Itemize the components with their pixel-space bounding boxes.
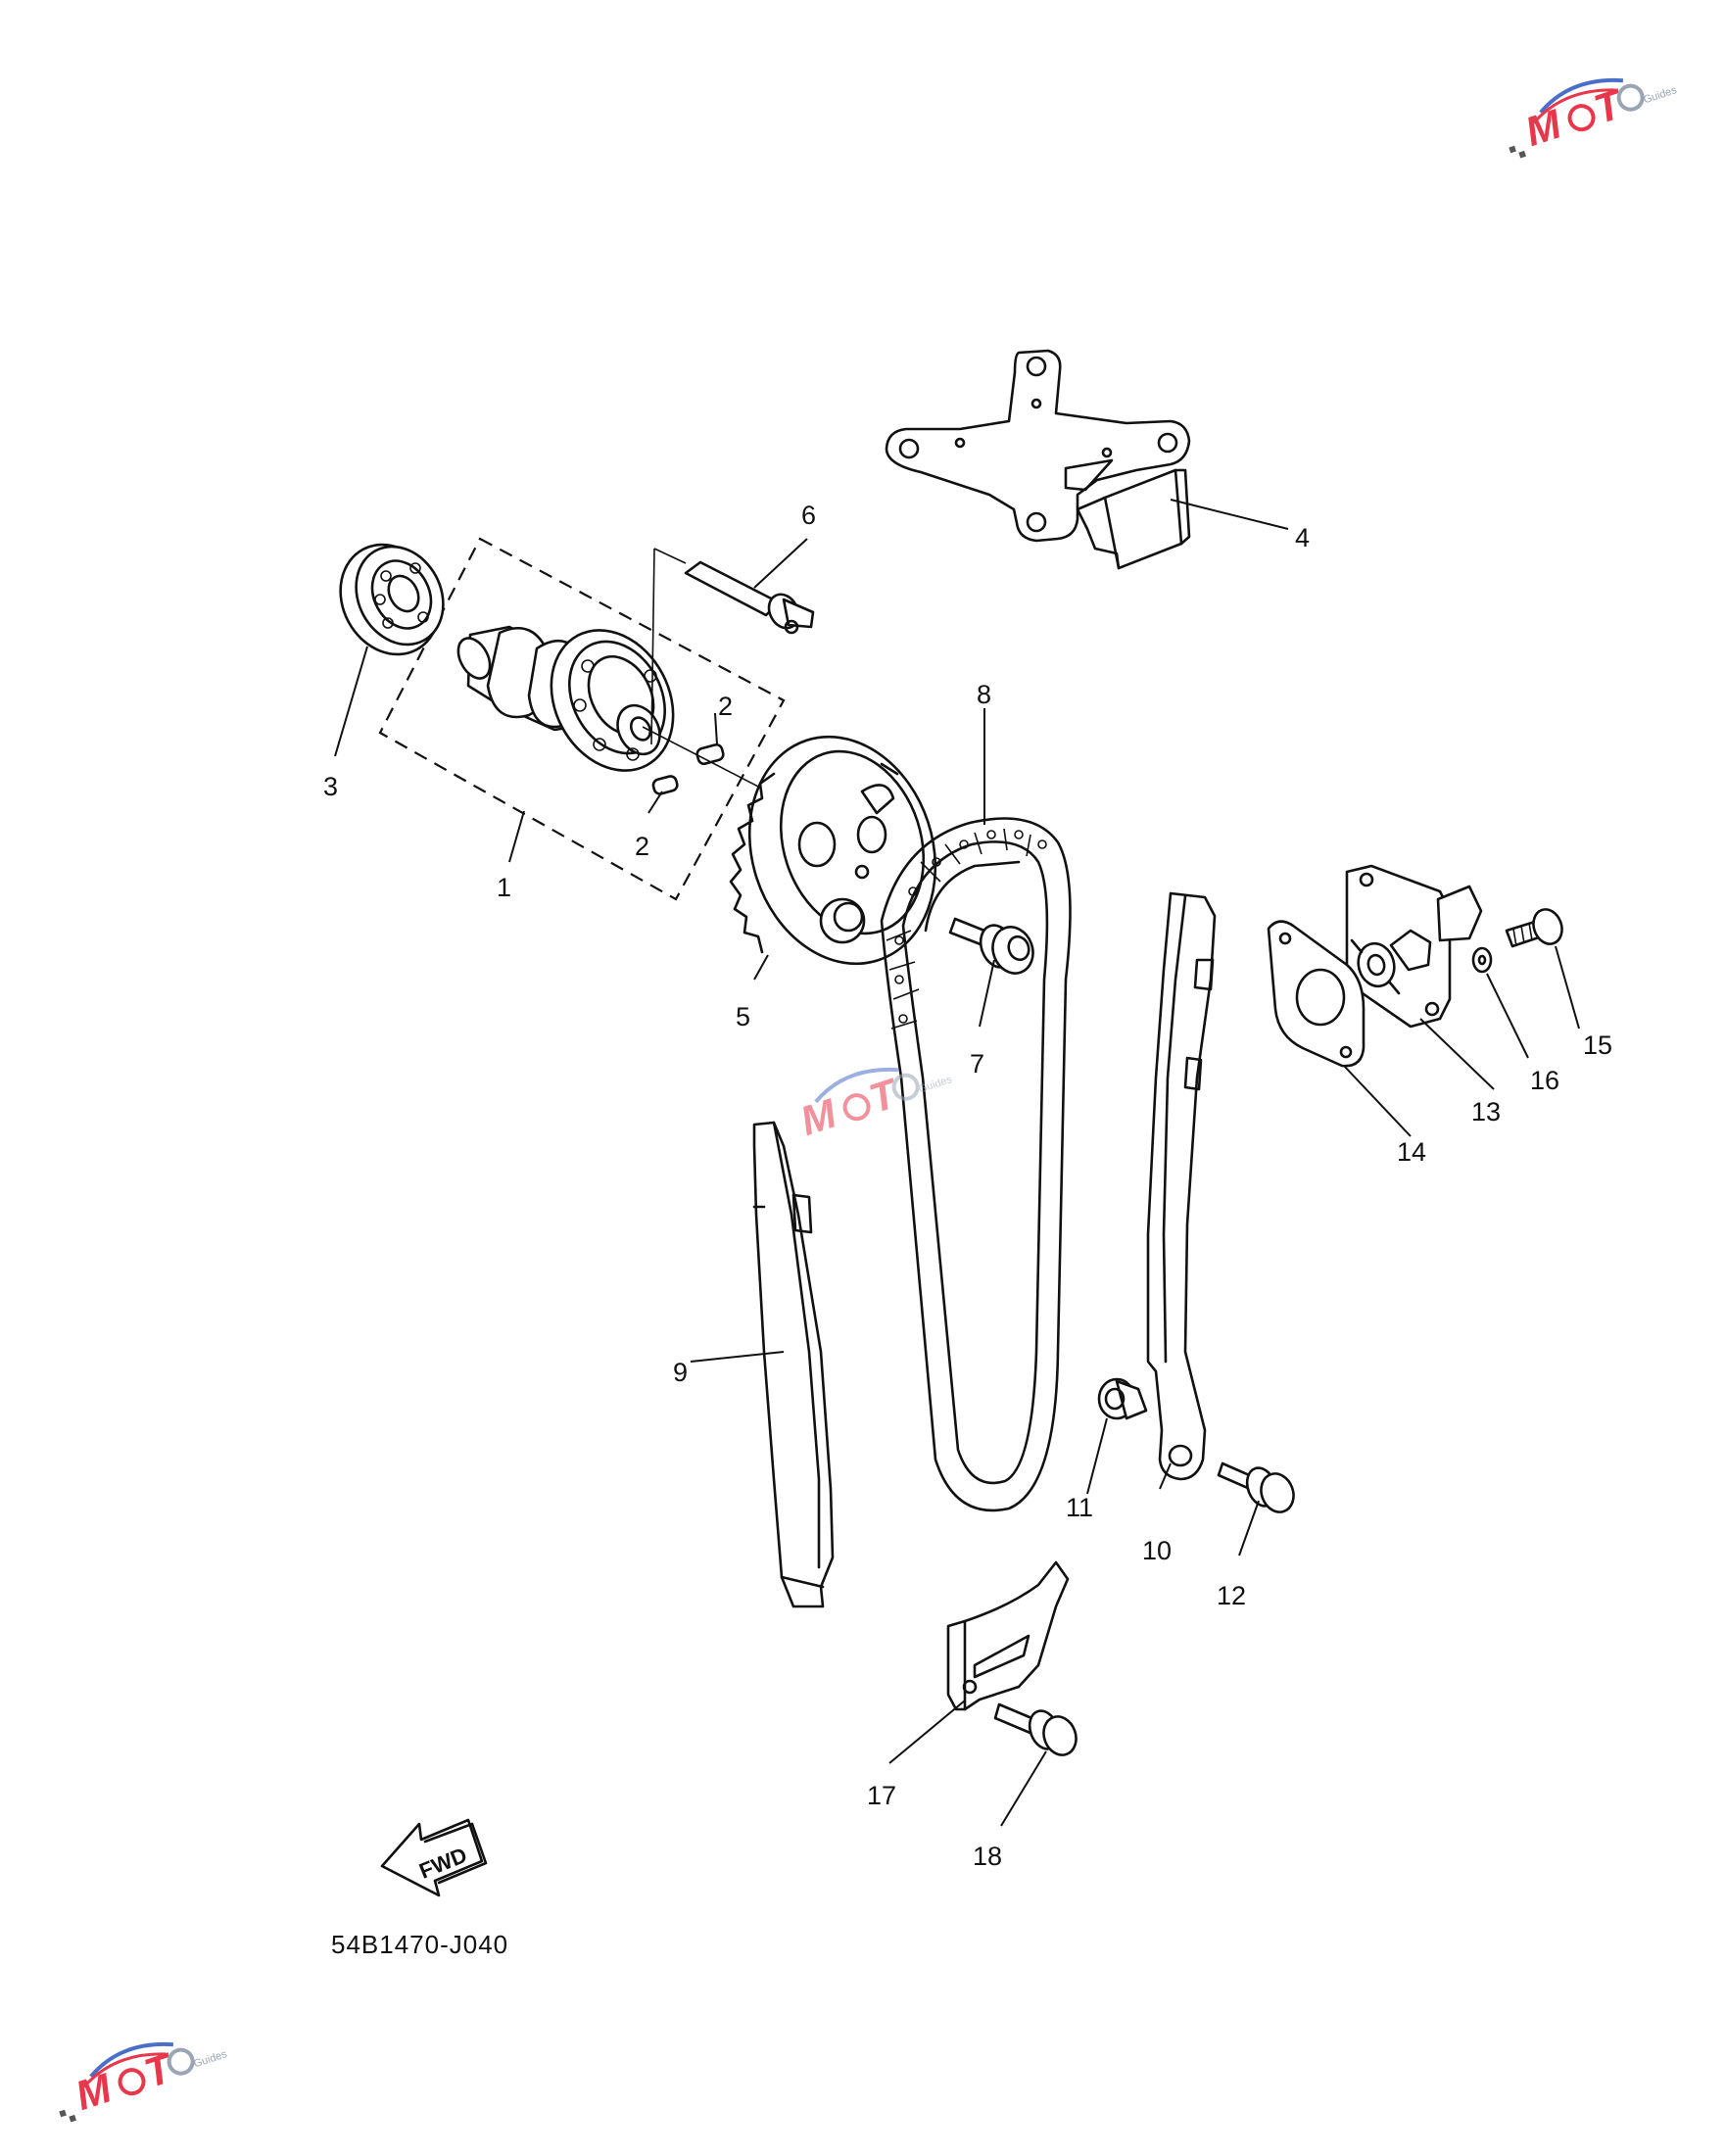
camshaft	[456, 625, 675, 772]
callout-2: 2	[718, 692, 733, 721]
callout-9: 9	[673, 1358, 688, 1387]
callout-11: 11	[1066, 1493, 1093, 1522]
forward-arrow-icon: FWD	[380, 1818, 488, 1897]
decompression-shaft	[684, 560, 815, 635]
callout-12: 12	[1217, 1581, 1246, 1610]
svg-text:M: M	[794, 1089, 842, 1144]
svg-text:M: M	[70, 2064, 118, 2119]
alignment-line	[653, 548, 687, 564]
watermark-logo-middle: M T Guides	[794, 1067, 954, 1144]
callout-8: 8	[977, 680, 991, 709]
callout-18: 18	[973, 1842, 1002, 1871]
callout-14: 14	[1397, 1137, 1426, 1167]
callout-numbers: 1 2 2 3 4 5 6 7 8 9 10 11 12 13 14 15 16…	[323, 501, 1612, 1871]
tensioner-washer	[1471, 946, 1493, 974]
callout-16: 16	[1530, 1066, 1559, 1095]
chain-guide-tensioner	[1146, 891, 1217, 1481]
guide-bolt	[1217, 1461, 1295, 1513]
chain-tensioner	[1345, 864, 1483, 1029]
sprocket-bolt	[948, 917, 1034, 975]
guide-stopper	[946, 1560, 1070, 1711]
stopper-bolt	[993, 1702, 1078, 1756]
callout-4: 4	[1295, 523, 1310, 552]
callout-7: 7	[970, 1049, 984, 1078]
callout-2: 2	[635, 832, 649, 861]
svg-text:Guides: Guides	[192, 2048, 228, 2070]
svg-text:Guides: Guides	[1642, 84, 1678, 106]
callout-3: 3	[323, 772, 338, 801]
leader-lines	[334, 499, 1580, 1827]
watermark-logo-top: M T Guides	[1509, 77, 1679, 159]
callout-1: 1	[497, 873, 511, 902]
tensioner-bolt	[1505, 908, 1563, 948]
callout-13: 13	[1471, 1097, 1501, 1126]
callout-17: 17	[867, 1781, 896, 1810]
camshaft-assembly-outline	[378, 537, 786, 901]
chain-guide-front	[752, 1121, 835, 1608]
tensioner-gasket	[1267, 920, 1366, 1068]
diagram-code: 54B1470-J040	[331, 1930, 508, 1959]
callout-5: 5	[736, 1002, 750, 1031]
svg-text:M: M	[1519, 100, 1567, 155]
cam-sprocket	[729, 735, 937, 966]
guide-collar	[1097, 1377, 1148, 1420]
camshaft-bearing	[339, 543, 445, 656]
retainer-plate	[885, 349, 1191, 570]
alignment-line	[650, 548, 655, 745]
watermark-logo-bottom: M T Guides	[59, 2041, 229, 2123]
callout-15: 15	[1583, 1030, 1612, 1060]
callout-10: 10	[1142, 1536, 1172, 1565]
callout-6: 6	[801, 501, 816, 530]
dowel-pin-lower	[651, 775, 679, 795]
